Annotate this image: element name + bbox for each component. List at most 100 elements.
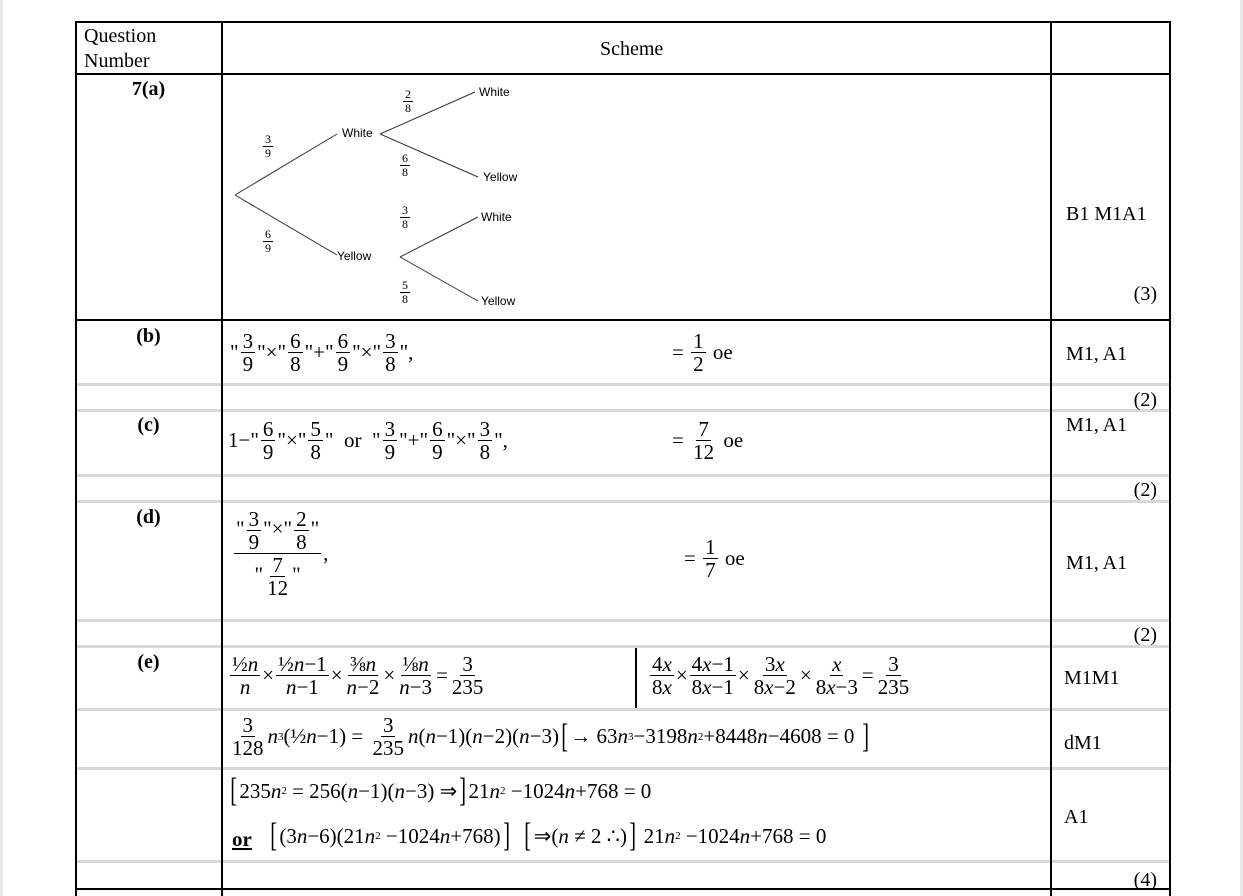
math-variable: n (399, 675, 410, 700)
math-text: 235 (239, 778, 271, 803)
marks: M1M1 (1064, 667, 1120, 689)
bracket: [ (270, 817, 278, 854)
math-text: → 63 (570, 724, 618, 749)
numerator: 3x (762, 652, 787, 677)
denominator: 2 (691, 353, 706, 375)
tree-branches (234, 91, 479, 302)
bracket: [ (561, 717, 569, 755)
exponent: 2 (500, 785, 506, 797)
math-variable: n (239, 675, 251, 700)
numerator: 1 (691, 329, 706, 354)
math-text: 9 (248, 530, 260, 555)
math-variable: n (306, 724, 317, 749)
bracket: [ (524, 817, 532, 854)
math-variable: n (285, 675, 297, 700)
denominator: 9 (265, 240, 271, 255)
math-text: +8448 (703, 724, 758, 749)
denominator: 12 (265, 577, 290, 599)
math-text: −1 (711, 652, 734, 676)
numerator: 6 (335, 330, 351, 354)
math-variable: n (296, 823, 308, 848)
math-text: " (254, 562, 264, 587)
denominator: 8 (402, 164, 408, 179)
node-label: White (481, 210, 512, 224)
math-variable: n (472, 724, 483, 749)
tree-diagram: White Yellow White Yellow White Yellow 3… (232, 80, 522, 316)
row-divider (75, 319, 1171, 321)
expression-divider (635, 648, 637, 708)
math-text: ⅜ (349, 652, 366, 676)
node-label: White (342, 126, 373, 140)
bracket: ] (459, 772, 467, 809)
math-text: ", (399, 340, 414, 365)
node-label: White (479, 85, 510, 99)
math-text: −2 (357, 675, 380, 700)
math-text: × (675, 663, 688, 688)
denominator: 12 (691, 441, 716, 463)
denominator: 235 (370, 737, 406, 759)
denominator: 9 (430, 441, 445, 463)
math-text: 4 (691, 652, 703, 676)
math-text: = (672, 340, 690, 365)
math-text: 6 (432, 417, 443, 441)
question-label: (d) (136, 506, 161, 528)
math-text: 8 (815, 675, 827, 700)
numerator: 3 (400, 203, 410, 218)
math-text: 1−" (228, 428, 259, 453)
math-text: 8 (652, 675, 663, 700)
math-text: 4 (652, 652, 663, 676)
row-divider (75, 474, 1171, 477)
math-text: 1 (705, 535, 716, 559)
math-text: " (230, 340, 239, 365)
math-text: 1 (693, 329, 704, 353)
math-text: −3) (529, 724, 559, 749)
numerator: 6 (288, 330, 303, 354)
denominator: 235 (876, 676, 912, 698)
math-text: −1024 (680, 823, 740, 848)
node-label: Yellow (337, 249, 372, 263)
numerator: 4x−1 (689, 652, 736, 677)
math-text: 21 (638, 823, 665, 848)
numerator: 2 (403, 87, 413, 102)
math-text: −1024 (505, 778, 565, 803)
math-text: ½ (278, 652, 294, 676)
math-text: "+" (304, 340, 334, 365)
math-text: 3 (479, 417, 491, 441)
math-variable: x (775, 652, 785, 676)
numerator: 7 (270, 554, 285, 578)
math-text: 12 (693, 440, 715, 465)
denominator: 8 (383, 353, 398, 375)
math-text: 8 (479, 440, 491, 465)
math-variable: n (394, 778, 406, 803)
math-text: 3 (242, 329, 254, 353)
numerator: 3 (382, 418, 398, 442)
node-label: Yellow (483, 170, 518, 184)
math-text: 9 (337, 352, 349, 377)
row-divider (75, 888, 1171, 890)
column-divider (1050, 21, 1052, 896)
math-text: −3198 (633, 724, 688, 749)
math-variable: n (346, 675, 358, 700)
denominator: 128 (230, 737, 266, 759)
row-divider (75, 383, 1171, 386)
math-text: " (310, 516, 320, 541)
math-text: −2 (773, 675, 796, 700)
numerator: 6 (260, 418, 276, 442)
